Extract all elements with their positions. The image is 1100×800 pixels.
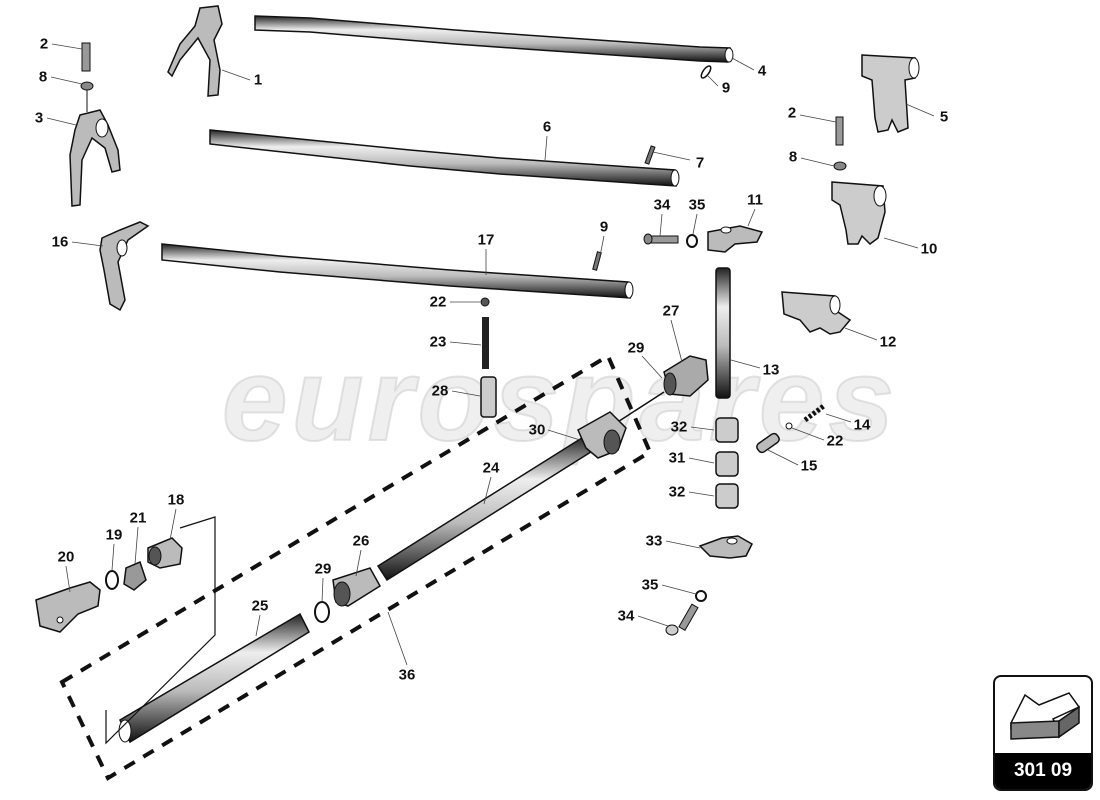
ring-29 xyxy=(314,601,330,623)
callout-35: 35 xyxy=(641,576,659,594)
shift-fork-5 xyxy=(861,54,920,133)
callout-21: 21 xyxy=(129,509,147,527)
callout-32: 32 xyxy=(668,483,686,501)
callout-9: 9 xyxy=(599,218,609,236)
callout-19: 19 xyxy=(105,526,123,544)
callout-14: 14 xyxy=(853,416,871,434)
callout-7: 7 xyxy=(695,154,705,172)
callout-33: 33 xyxy=(645,532,663,550)
assembly-36-outline xyxy=(59,353,653,781)
bolt-2 xyxy=(81,42,91,72)
pin-9 xyxy=(700,65,712,79)
shaft-17 xyxy=(161,243,634,299)
washer-19 xyxy=(105,570,119,590)
callout-34: 34 xyxy=(617,607,635,625)
callout-26: 26 xyxy=(352,532,370,550)
callout-34: 34 xyxy=(653,196,671,214)
selector-12 xyxy=(781,291,852,335)
plunger-15 xyxy=(756,432,780,454)
callout-5: 5 xyxy=(939,108,949,126)
callout-36: 36 xyxy=(398,666,416,684)
callout-15: 15 xyxy=(800,457,818,475)
callout-9: 9 xyxy=(721,79,731,97)
callout-2: 2 xyxy=(787,104,797,122)
washer-8 xyxy=(833,161,847,171)
callout-32: 32 xyxy=(670,418,688,436)
bush-31 xyxy=(715,451,739,477)
callout-8: 8 xyxy=(38,68,48,86)
callout-29: 29 xyxy=(627,339,645,357)
bolt-34 xyxy=(665,603,699,636)
rod-24 xyxy=(376,391,665,582)
washer-8 xyxy=(80,81,94,112)
bush-27 xyxy=(663,355,709,397)
callout-22: 22 xyxy=(826,432,844,450)
ball-22 xyxy=(480,297,490,307)
pin-9 xyxy=(592,251,602,271)
callout-13: 13 xyxy=(762,361,780,379)
ball-22 xyxy=(785,422,793,430)
tube-25 xyxy=(118,612,310,744)
bracket-line xyxy=(105,516,216,745)
shaft-4 xyxy=(254,15,734,63)
page-code: 301 09 xyxy=(995,753,1091,789)
callout-28: 28 xyxy=(431,382,449,400)
leader-lines xyxy=(46,43,935,666)
shift-fork-10 xyxy=(831,181,887,245)
callout-24: 24 xyxy=(482,459,500,477)
shift-fork-16 xyxy=(99,221,150,312)
shaft-6 xyxy=(209,129,680,187)
plunger-28 xyxy=(480,376,497,418)
arrow-icon xyxy=(1010,692,1081,740)
callout-27: 27 xyxy=(662,302,680,320)
spring-14 xyxy=(803,403,827,422)
callout-2: 2 xyxy=(39,35,49,53)
lever-33 xyxy=(698,535,753,559)
callout-16: 16 xyxy=(51,233,69,251)
bolt-2 xyxy=(835,116,844,146)
callout-1: 1 xyxy=(253,71,263,89)
callout-4: 4 xyxy=(757,62,767,80)
fitting-26 xyxy=(332,567,382,607)
callout-23: 23 xyxy=(429,333,447,351)
spring-23 xyxy=(482,317,489,369)
callout-12: 12 xyxy=(879,333,897,351)
shift-fork-3 xyxy=(69,109,121,207)
callout-6: 6 xyxy=(542,118,552,136)
lever-11 xyxy=(707,225,764,253)
nut-21 xyxy=(123,560,147,591)
callout-25: 25 xyxy=(251,597,269,615)
callout-8: 8 xyxy=(788,148,798,166)
bolt-34 xyxy=(643,233,679,245)
callout-30: 30 xyxy=(528,421,546,439)
shift-fork-1 xyxy=(167,5,223,97)
washer-35 xyxy=(686,234,698,248)
callout-35: 35 xyxy=(688,196,706,214)
bush-32 xyxy=(715,417,739,443)
rod-13 xyxy=(715,267,731,399)
callout-3: 3 xyxy=(34,109,44,127)
callout-31: 31 xyxy=(668,449,686,467)
callout-29: 29 xyxy=(314,560,332,578)
page-reference-badge[interactable]: 301 09 xyxy=(993,675,1093,791)
callout-20: 20 xyxy=(57,548,75,566)
pin-7 xyxy=(644,145,656,165)
callout-17: 17 xyxy=(477,231,495,249)
callout-10: 10 xyxy=(920,240,938,258)
washer-35 xyxy=(695,590,707,602)
fitting-18 xyxy=(147,537,183,569)
clevis-20 xyxy=(35,581,101,633)
fitting-30 xyxy=(577,411,627,459)
callout-11: 11 xyxy=(747,191,763,209)
callout-18: 18 xyxy=(167,491,185,509)
bush-32 xyxy=(715,483,739,509)
callout-22: 22 xyxy=(429,293,447,311)
